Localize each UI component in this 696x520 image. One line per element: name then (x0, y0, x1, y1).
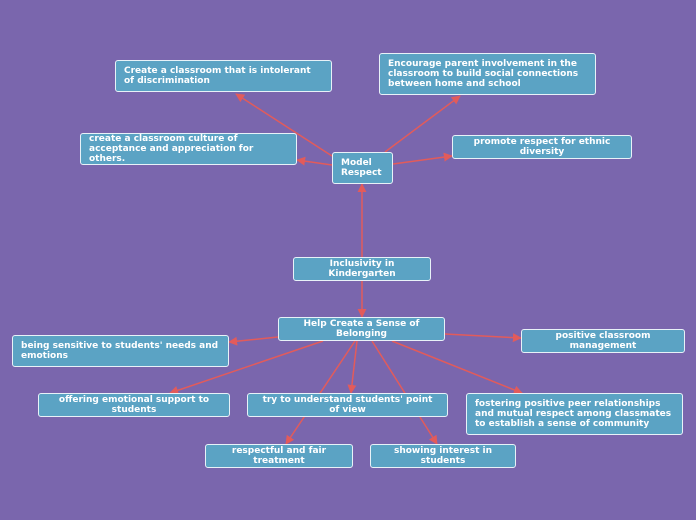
classroom-management-label: positive classroom management (555, 331, 651, 351)
connector-belonging-to-emotional (169, 340, 324, 395)
interest-in-students-node[interactable]: showing interest in students (370, 444, 516, 468)
ethnic-diversity-node[interactable]: promote respect for ethnic diversity (452, 135, 632, 159)
sense-of-belonging-node[interactable]: Help Create a Sense of Belonging (278, 317, 445, 341)
connector-model-to-parent (384, 95, 461, 153)
sense-of-belonging-label: Help Create a Sense of Belonging (303, 319, 420, 339)
parent-involvement-label: Encourage parent involvement in the clas… (388, 59, 579, 89)
fair-treatment-label: respectful and fair treatment (231, 446, 327, 466)
connector-belonging-to-management (444, 333, 522, 343)
culture-of-acceptance-node[interactable]: create a classroom culture of acceptance… (80, 133, 297, 165)
connector-belonging-to-sensitive (228, 336, 279, 346)
emotional-support-label: offering emotional support to students (58, 395, 210, 415)
model-respect-label: Model Respect (341, 158, 382, 178)
connector-belonging-to-peer (391, 340, 523, 395)
ethnic-diversity-label: promote respect for ethnic diversity (473, 137, 611, 157)
culture-of-acceptance-label: create a classroom culture of acceptance… (89, 134, 254, 164)
interest-in-students-label: showing interest in students (393, 446, 493, 466)
intolerant-of-discrimination-label: Create a classroom that is intolerant of… (124, 66, 311, 86)
parent-involvement-node[interactable]: Encourage parent involvement in the clas… (379, 53, 596, 95)
connector-belonging-to-fair (285, 340, 356, 445)
sensitive-to-needs-node[interactable]: being sensitive to students' needs and e… (12, 335, 229, 367)
fair-treatment-node[interactable]: respectful and fair treatment (205, 444, 353, 468)
intolerant-of-discrimination-node[interactable]: Create a classroom that is intolerant of… (115, 60, 332, 92)
point-of-view-label: try to understand students' point of vie… (262, 395, 433, 415)
connector-belonging-to-interest (371, 340, 438, 445)
classroom-management-node[interactable]: positive classroom management (521, 329, 685, 353)
root-topic-node[interactable]: Inclusivity in Kindergarten (293, 257, 431, 281)
emotional-support-node[interactable]: offering emotional support to students (38, 393, 230, 417)
connector-model-to-acceptance (296, 156, 333, 166)
peer-relationships-node[interactable]: fostering positive peer relationships an… (466, 393, 683, 435)
peer-relationships-label: fostering positive peer relationships an… (475, 399, 672, 429)
point-of-view-node[interactable]: try to understand students' point of vie… (247, 393, 448, 417)
connector-model-to-intolerant (235, 93, 333, 157)
root-topic-label: Inclusivity in Kindergarten (328, 259, 396, 279)
connector-model-to-ethnic (392, 152, 453, 165)
sensitive-to-needs-label: being sensitive to students' needs and e… (21, 341, 219, 361)
connector-belonging-to-pov (347, 340, 358, 394)
model-respect-node[interactable]: Model Respect (332, 152, 393, 184)
